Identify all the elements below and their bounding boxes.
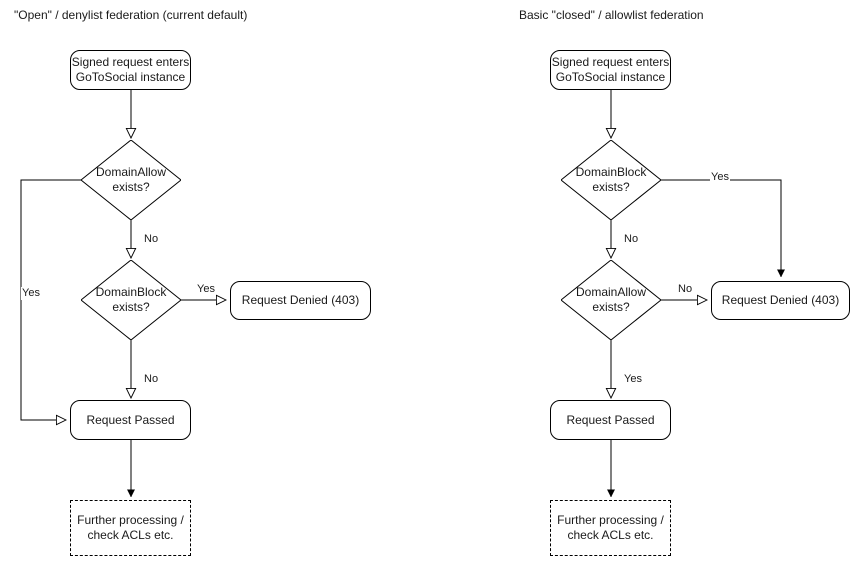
node-left-entry[interactable]: Signed request enters GoToSocial instanc…	[70, 50, 191, 90]
edge-label-right-block-yes: Yes	[710, 171, 730, 184]
node-left-entry-line2: GoToSocial instance	[75, 70, 186, 84]
panel-title-closed-allowlist: Basic "closed" / allowlist federation	[519, 8, 704, 22]
node-left-domainblock-decision[interactable]: DomainBlock exists?	[81, 260, 181, 340]
edge-label-left-block-yes: Yes	[196, 283, 216, 296]
node-left-request-denied[interactable]: Request Denied (403)	[230, 281, 371, 320]
node-right-entry-line2: GoToSocial instance	[555, 70, 666, 84]
edge-label-right-allow-yes: Yes	[623, 373, 643, 386]
edge-left-allow-yes-to-passed	[20, 179, 81, 420]
panel-title-open-denylist: "Open" / denylist federation (current de…	[14, 8, 248, 22]
node-left-domainallow-decision[interactable]: DomainAllow exists?	[81, 140, 181, 220]
node-left-further-processing[interactable]: Further processing / check ACLs etc.	[70, 500, 191, 556]
node-right-entry-line1: Signed request enters	[551, 55, 670, 69]
node-right-request-passed[interactable]: Request Passed	[550, 400, 671, 440]
edge-label-right-allow-no: No	[677, 283, 694, 296]
node-right-request-denied-label: Request Denied (403)	[721, 293, 840, 307]
node-left-request-denied-label: Request Denied (403)	[241, 293, 360, 307]
edge-label-left-allow-no: No	[143, 233, 160, 246]
node-right-entry[interactable]: Signed request enters GoToSocial instanc…	[550, 50, 671, 90]
edge-label-left-allow-yes: Yes	[21, 287, 41, 300]
node-right-further-line1: Further processing /	[557, 513, 664, 527]
node-right-further-line2: check ACLs etc.	[567, 528, 654, 542]
edge-label-right-block-no: No	[623, 233, 640, 246]
node-left-further-line1: Further processing /	[77, 513, 184, 527]
edge-label-left-block-no: No	[143, 373, 160, 386]
node-left-request-passed-label: Request Passed	[86, 412, 175, 427]
node-left-request-passed[interactable]: Request Passed	[70, 400, 191, 440]
node-right-request-passed-label: Request Passed	[566, 412, 655, 427]
diamond-shape-icon	[561, 140, 661, 220]
node-right-further-processing[interactable]: Further processing / check ACLs etc.	[550, 500, 671, 556]
node-right-domainallow-decision[interactable]: DomainAllow exists?	[561, 260, 661, 340]
diamond-shape-icon	[81, 140, 181, 220]
node-right-request-denied[interactable]: Request Denied (403)	[711, 281, 850, 320]
node-left-further-line2: check ACLs etc.	[87, 528, 174, 542]
node-left-entry-line1: Signed request enters	[71, 55, 190, 69]
edge-right-block-yes-to-denied	[661, 179, 781, 277]
diamond-shape-icon	[81, 260, 181, 340]
diamond-shape-icon	[561, 260, 661, 340]
node-right-domainblock-decision[interactable]: DomainBlock exists?	[561, 140, 661, 220]
